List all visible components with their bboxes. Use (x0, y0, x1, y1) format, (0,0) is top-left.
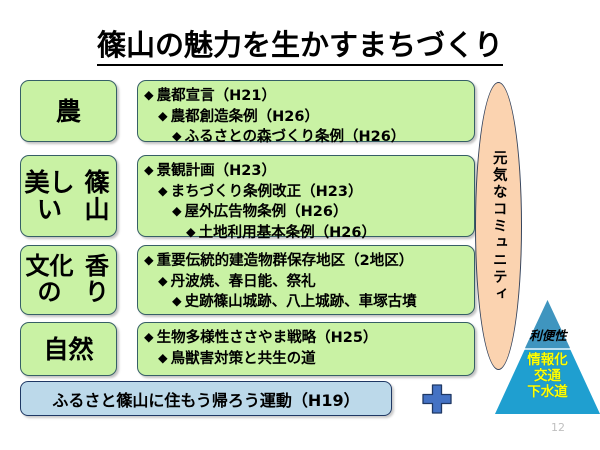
page-title: 篠山の魅力を生かすまちづくり (0, 22, 600, 66)
bullet-item: ◆農都宣言（H21） (144, 86, 468, 107)
bullet-text: 農都宣言（H21） (156, 88, 276, 104)
bullet-text: 農都創造条例（H26） (170, 108, 319, 125)
content-box-nature[interactable]: ◆生物多様性ささやま戦略（H25） ◆鳥獣害対策と共生の道 (137, 322, 475, 376)
diamond-bullet-icon: ◆ (158, 182, 168, 198)
bullet-item: ◆景観計画（H23） (144, 161, 468, 182)
category-box-beautiful-sasayama[interactable]: 美しい 篠山 (20, 155, 117, 237)
bullet-text: 景観計画（H23） (156, 163, 276, 179)
community-oval[interactable]: 元気なコミュニティ (475, 82, 522, 370)
content-box-agriculture[interactable]: ◆農都宣言（H21） ◆農都創造条例（H26） ◆ふるさとの森づくり条例（H26… (137, 80, 475, 145)
diamond-bullet-icon: ◆ (144, 162, 154, 177)
diamond-bullet-icon: ◆ (144, 252, 154, 267)
bullet-item: ◆丹波焼、春日能、祭礼 (158, 272, 468, 293)
diamond-bullet-icon: ◆ (186, 223, 196, 239)
plus-icon (422, 384, 452, 414)
bullet-item: ◆屋外広告物条例（H26） (172, 202, 468, 223)
category-label-line1: 美しい (24, 168, 75, 224)
category-box-nature[interactable]: 自然 (20, 322, 117, 376)
bullet-item: ◆農都創造条例（H26） (158, 107, 468, 128)
category-box-agriculture[interactable]: 農 (20, 80, 117, 142)
diamond-bullet-icon: ◆ (144, 87, 154, 102)
category-box-culture-fragrance[interactable]: 文化の 香り (20, 245, 117, 315)
bottom-campaign-bar[interactable]: ふるさと篠山に住もう帰ろう運動（H19） (20, 381, 392, 416)
category-label-line1: 文化の (25, 252, 74, 306)
bullet-item: ◆史跡篠山城跡、八上城跡、車塚古墳 (172, 292, 468, 313)
bullet-item: ◆鳥獣害対策と共生の道 (158, 349, 468, 370)
triangle-shape-icon (495, 300, 600, 414)
bullet-text: 屋外広告物条例（H26） (184, 204, 348, 221)
community-oval-label: 元気なコミュニティ (490, 149, 507, 303)
category-label-line2: 香り (85, 252, 109, 306)
diamond-bullet-icon: ◆ (172, 128, 182, 144)
bullet-text: まちづくり条例改正（H23） (170, 183, 363, 200)
bullet-text: 鳥獣害対策と共生の道 (170, 350, 316, 367)
convenience-triangle[interactable]: 利便性 情報化 交通 下水道 (495, 296, 600, 414)
bullet-text: 生物多様性ささやま戦略（H25） (156, 330, 378, 346)
category-label-line2: 篠山 (84, 168, 110, 224)
bullet-item: ◆ふるさとの森づくり条例（H26） (172, 127, 468, 148)
page-number: 12 (551, 421, 565, 434)
diamond-bullet-icon: ◆ (144, 329, 154, 344)
content-box-culture-fragrance[interactable]: ◆重要伝統的建造物群保存地区（2地区） ◆丹波焼、春日能、祭礼 ◆史跡篠山城跡、… (137, 245, 475, 315)
convenience-label: 利便性 (529, 328, 567, 343)
content-box-beautiful-sasayama[interactable]: ◆景観計画（H23） ◆まちづくり条例改正（H23） ◆屋外広告物条例（H26）… (137, 155, 475, 241)
convenience-item: 交通 (534, 367, 561, 384)
convenience-items: 情報化 交通 下水道 (495, 352, 600, 401)
bullet-text: 重要伝統的建造物群保存地区（2地区） (156, 253, 414, 269)
bullet-text: 土地利用基本条例（H26） (198, 224, 376, 241)
convenience-item: 情報化 (527, 352, 568, 368)
diamond-bullet-icon: ◆ (158, 272, 168, 288)
diamond-bullet-icon: ◆ (158, 349, 168, 365)
diamond-bullet-icon: ◆ (172, 293, 182, 309)
bullet-item: ◆生物多様性ささやま戦略（H25） (144, 328, 468, 349)
convenience-item: 下水道 (527, 383, 568, 400)
category-label: 自然 (43, 334, 94, 364)
bullet-item: ◆重要伝統的建造物群保存地区（2地区） (144, 251, 468, 272)
bullet-text: ふるさとの森づくり条例（H26） (184, 129, 406, 146)
page-title-text: 篠山の魅力を生かすまちづくり (96, 28, 503, 66)
diamond-bullet-icon: ◆ (158, 107, 168, 123)
diamond-bullet-icon: ◆ (172, 203, 182, 219)
bullet-item: ◆まちづくり条例改正（H23） (158, 182, 468, 203)
category-label: 農 (55, 96, 81, 126)
bullet-text: 史跡篠山城跡、八上城跡、車塚古墳 (184, 294, 417, 311)
bullet-item: ◆土地利用基本条例（H26） (186, 223, 468, 244)
bottom-campaign-label: ふるさと篠山に住もう帰ろう運動（H19） (52, 390, 360, 410)
bullet-text: 丹波焼、春日能、祭礼 (170, 273, 316, 290)
